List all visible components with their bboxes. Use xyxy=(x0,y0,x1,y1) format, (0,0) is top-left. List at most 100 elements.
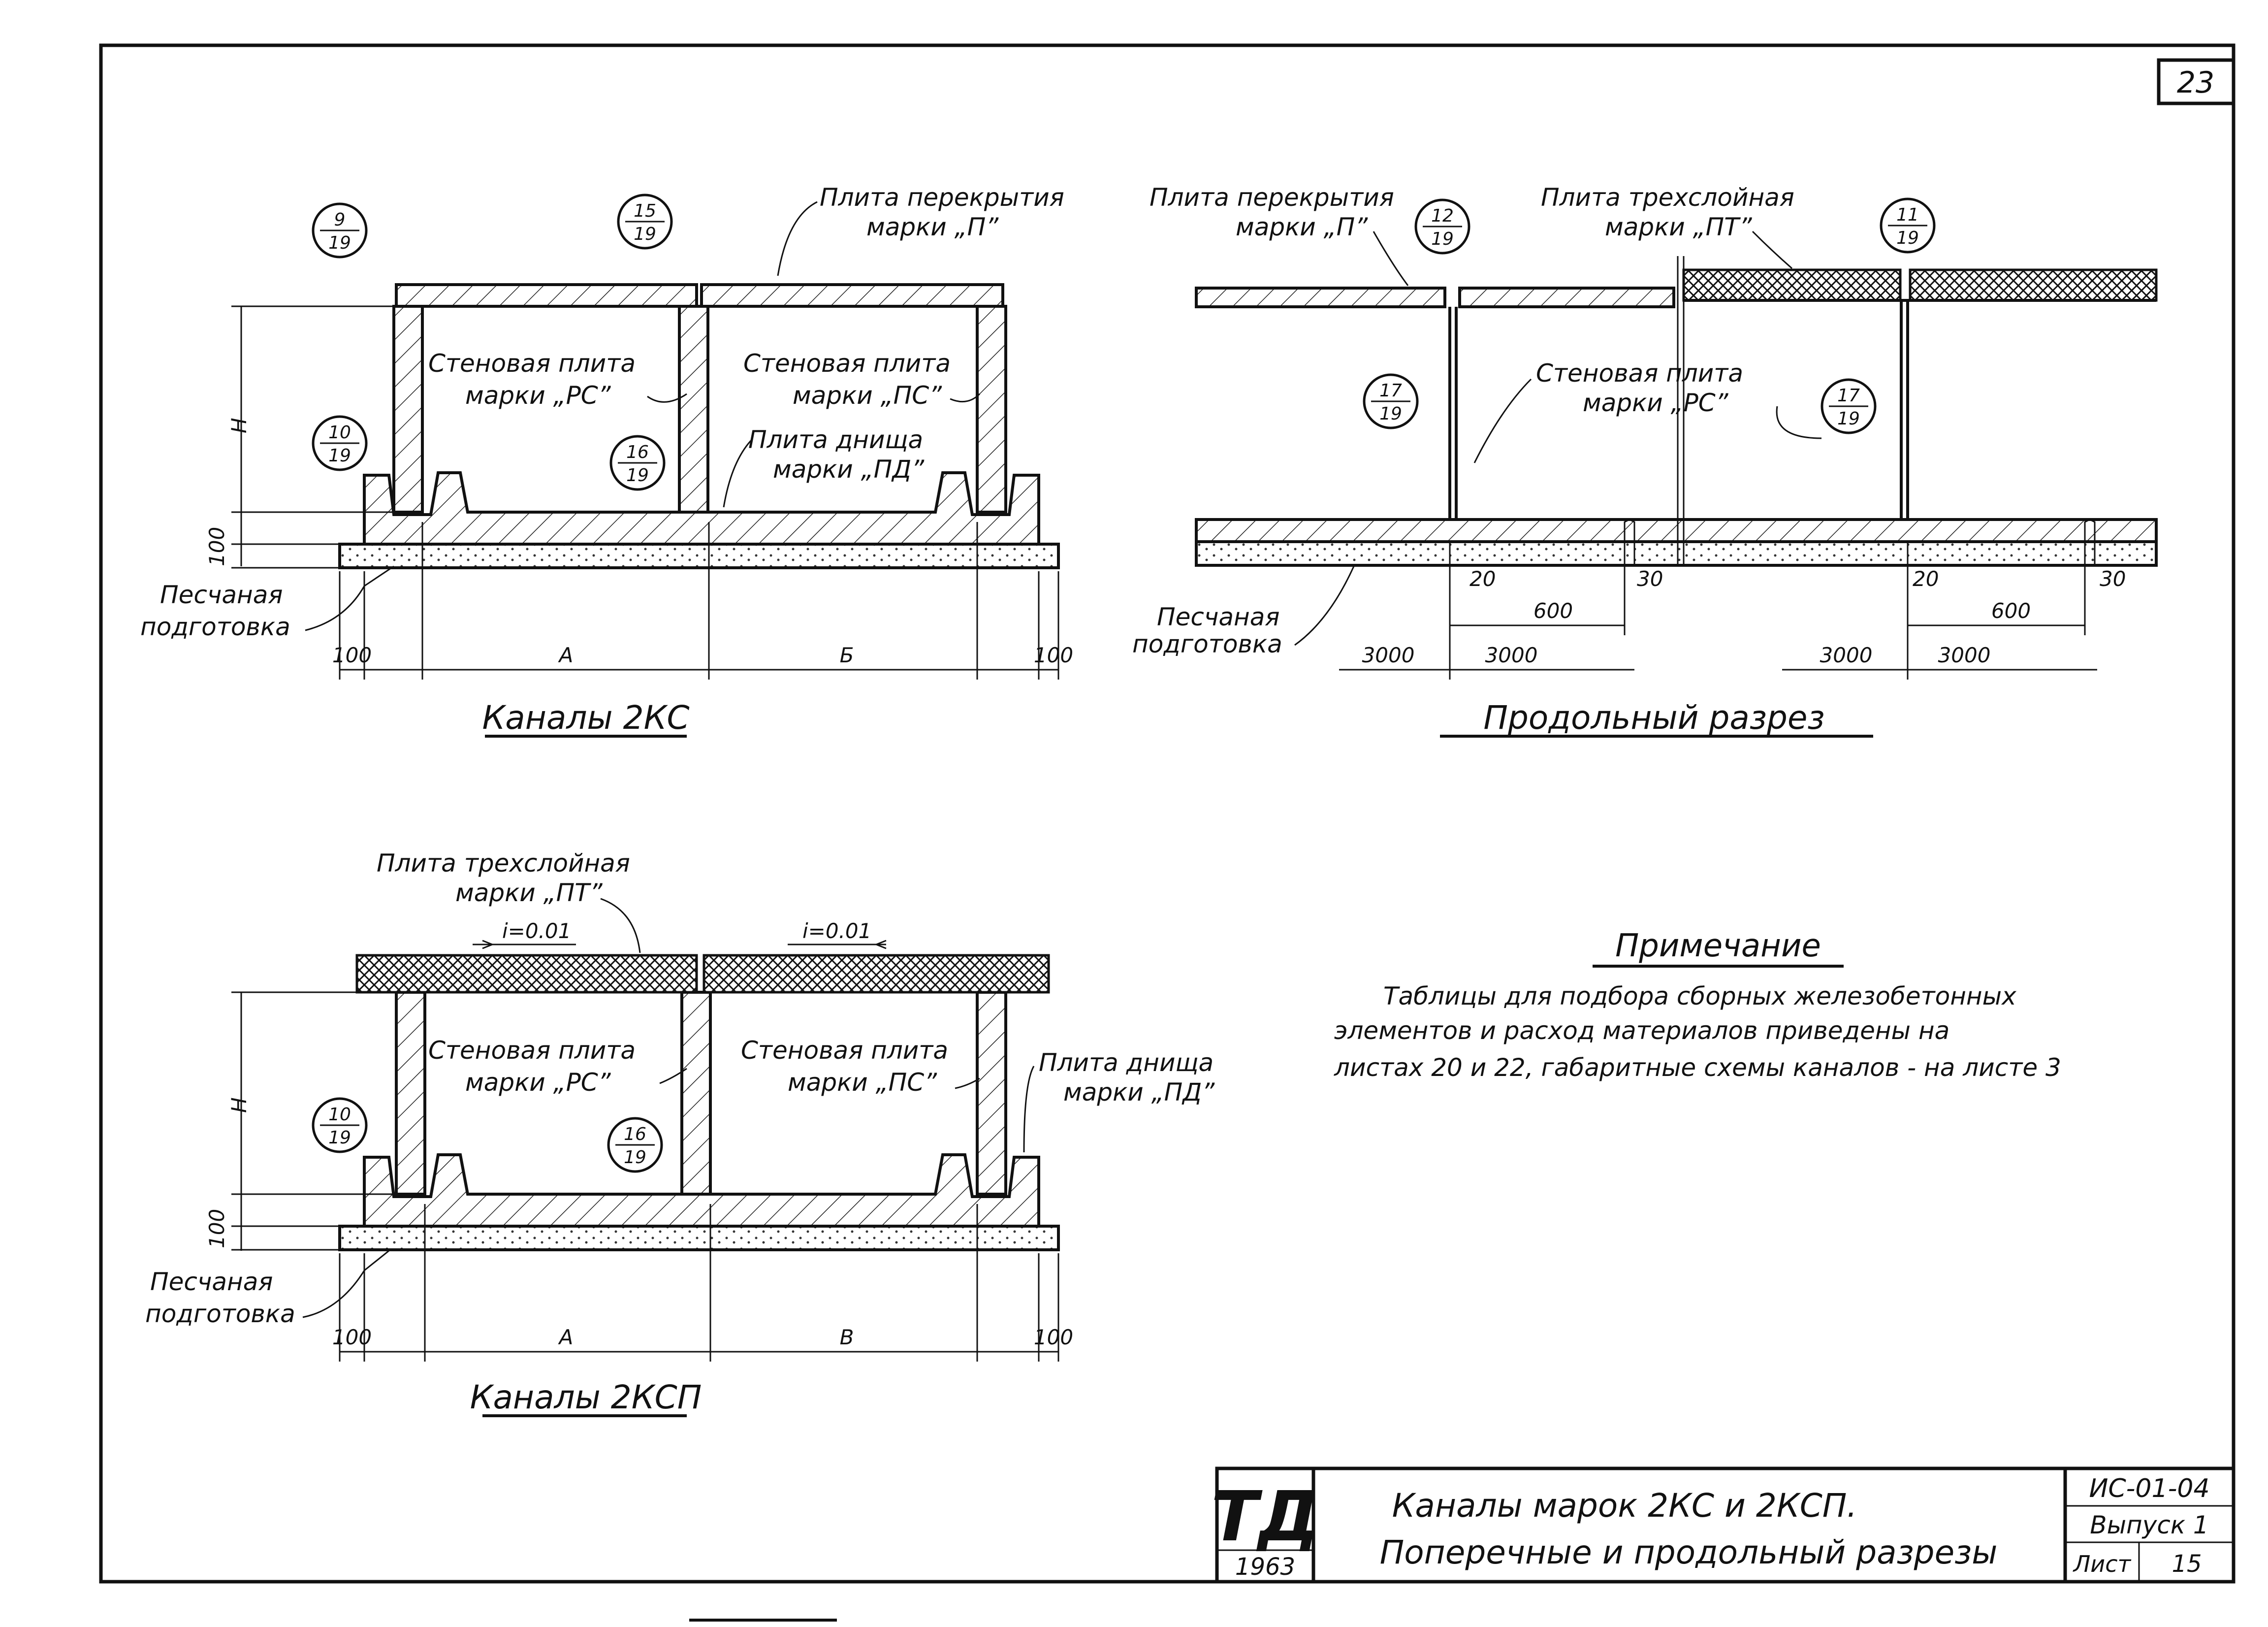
cover-slab-2 xyxy=(1458,287,1675,308)
dim-600-a: 600 xyxy=(1533,599,1573,623)
page-number-box xyxy=(2157,58,2236,105)
dim-30-b: 30 xyxy=(2100,567,2126,591)
dim-b: Б xyxy=(840,643,854,667)
ref-num: 9 xyxy=(334,210,346,230)
label-bottom-line2: марки „ПД” xyxy=(1063,1078,1215,1106)
stamp-year: 1963 xyxy=(1235,1553,1295,1581)
ref-num: 10 xyxy=(328,423,351,443)
section-2ksp: i=0.01 i=0.01 H 100 100 А В 100 Плита тр… xyxy=(145,849,1215,1417)
ref-den: 19 xyxy=(634,224,656,244)
section-2ks: H 100 100 А Б 100 Плита перекрытия марки… xyxy=(140,183,1073,738)
label-slab3-line1: Плита трехслойная xyxy=(377,849,630,878)
label-wall-left-line2: марки „РС” xyxy=(465,1068,611,1097)
sand-bed xyxy=(338,1225,1060,1251)
wall-middle xyxy=(678,305,709,514)
dim-3000-a: 3000 xyxy=(1362,643,1415,667)
section-title-2ks: Каналы 2КС xyxy=(482,699,689,737)
dim-3000-b: 3000 xyxy=(1485,643,1538,667)
label-wall-left-line2: марки „РС” xyxy=(465,381,611,410)
ref-den: 19 xyxy=(328,233,351,253)
three-layer-slab-1 xyxy=(1682,268,1902,302)
bottom-slab xyxy=(363,1153,1040,1228)
wall-right xyxy=(976,305,1007,514)
dim-20-a: 20 xyxy=(1469,567,1496,591)
drawing-title-line2: Поперечные и продольный разрезы xyxy=(1380,1533,1998,1571)
ref-num: 16 xyxy=(626,442,649,462)
cover-slab-right xyxy=(700,283,1004,308)
label-slab-line2: марки „П” xyxy=(866,213,999,241)
ref-num: 16 xyxy=(624,1124,646,1144)
ref-num: 10 xyxy=(328,1105,351,1125)
dim-h: H xyxy=(227,1097,251,1113)
sand-bed xyxy=(338,543,1060,569)
ref-num: 11 xyxy=(1896,205,1919,225)
label-wall-line1: Стеновая плита xyxy=(1536,359,1743,388)
series-code: ИС-01-04 xyxy=(2089,1474,2209,1503)
label-wall-left-line1: Стеновая плита xyxy=(428,349,636,378)
label-slab3-line2: марки „ПТ” xyxy=(455,879,603,907)
ref-den: 19 xyxy=(626,465,649,486)
label-slab3-line2: марки „ПТ” xyxy=(1605,213,1753,241)
ref-den: 19 xyxy=(1431,229,1454,249)
label-sand-line2: подготовка xyxy=(140,613,290,641)
label-bottom-line2: марки „ПД” xyxy=(773,455,925,484)
note-line-1: Таблицы для подбора сборных железобетонн… xyxy=(1383,982,2016,1010)
label-wall-line2: марки „РС” xyxy=(1583,389,1729,417)
cover-slab-left xyxy=(395,283,698,308)
label-bottom-line1: Плита днища xyxy=(1039,1048,1214,1077)
label-slab-line1: Плита перекрытия xyxy=(1150,183,1394,212)
page-number: 23 xyxy=(2177,65,2214,100)
stamp-logo: ТД xyxy=(1211,1477,1319,1557)
dim-100-left: 100 xyxy=(332,1325,372,1349)
section-title-2ksp: Каналы 2КСП xyxy=(470,1378,702,1416)
label-wall-right-line2: марки „ПС” xyxy=(793,381,942,410)
ref-num: 17 xyxy=(1379,381,1402,401)
label-wall-right-line2: марки „ПС” xyxy=(788,1068,937,1097)
label-sand-line2: подготовка xyxy=(1132,630,1282,658)
ref-num: 12 xyxy=(1431,206,1454,226)
note-title: Примечание xyxy=(1615,928,1821,964)
ref-den: 19 xyxy=(1379,404,1402,424)
label-bottom-line1: Плита днища xyxy=(748,425,923,454)
ref-den: 19 xyxy=(1837,409,1860,429)
dim-a: А xyxy=(558,1325,574,1349)
drawing-title-line1: Каналы марок 2КС и 2КСП. xyxy=(1392,1487,1857,1525)
wall-left xyxy=(395,991,426,1196)
section-longitudinal: 20 600 30 20 600 30 3000 3000 3000 3000 … xyxy=(1132,183,2158,738)
dim-600-b: 600 xyxy=(1991,599,2031,623)
ref-den: 19 xyxy=(328,446,351,466)
title-block: ТД 1963 Каналы марок 2КС и 2КСП. Попереч… xyxy=(1211,1466,2236,1584)
slope-right: i=0.01 xyxy=(802,919,871,943)
dim-100-right: 100 xyxy=(1034,643,1073,667)
section-title-longitudinal: Продольный разрез xyxy=(1483,699,1824,737)
dim-3000-c: 3000 xyxy=(1820,643,1873,667)
three-layer-slab-right xyxy=(703,954,1050,994)
label-sand-line2: подготовка xyxy=(145,1300,295,1328)
wall-middle xyxy=(680,991,712,1196)
sheet-frame xyxy=(99,43,2236,1584)
slope-left: i=0.01 xyxy=(502,919,571,943)
dim-a: А xyxy=(558,643,574,667)
ref-den: 19 xyxy=(328,1128,351,1148)
dim-100-vertical: 100 xyxy=(205,1209,229,1248)
cover-slab-1 xyxy=(1195,287,1446,308)
three-layer-slab-left xyxy=(355,954,698,994)
dim-30-a: 30 xyxy=(1637,567,1663,591)
three-layer-slab-2 xyxy=(1909,268,2158,302)
label-slab-line2: марки „П” xyxy=(1236,213,1368,241)
dim-3000-d: 3000 xyxy=(1938,643,1991,667)
label-wall-left-line1: Стеновая плита xyxy=(428,1036,636,1065)
ref-num: 15 xyxy=(634,201,656,221)
label-sand-line1: Песчаная xyxy=(160,581,283,609)
label-sand-line1: Песчаная xyxy=(150,1268,273,1296)
note-block: Примечание Таблицы для подбора сборных ж… xyxy=(1334,928,2061,1082)
bottom-slab xyxy=(363,471,1040,546)
dim-b: В xyxy=(840,1325,854,1349)
sheet-label: Лист xyxy=(2073,1551,2132,1577)
bottom-slab-long xyxy=(1195,518,2158,543)
dim-100-left: 100 xyxy=(332,643,372,667)
label-slab-line1: Плита перекрытия xyxy=(820,183,1064,212)
dim-100-vertical: 100 xyxy=(205,527,229,566)
note-line-3: листах 20 и 22, габаритные схемы каналов… xyxy=(1334,1053,2061,1082)
